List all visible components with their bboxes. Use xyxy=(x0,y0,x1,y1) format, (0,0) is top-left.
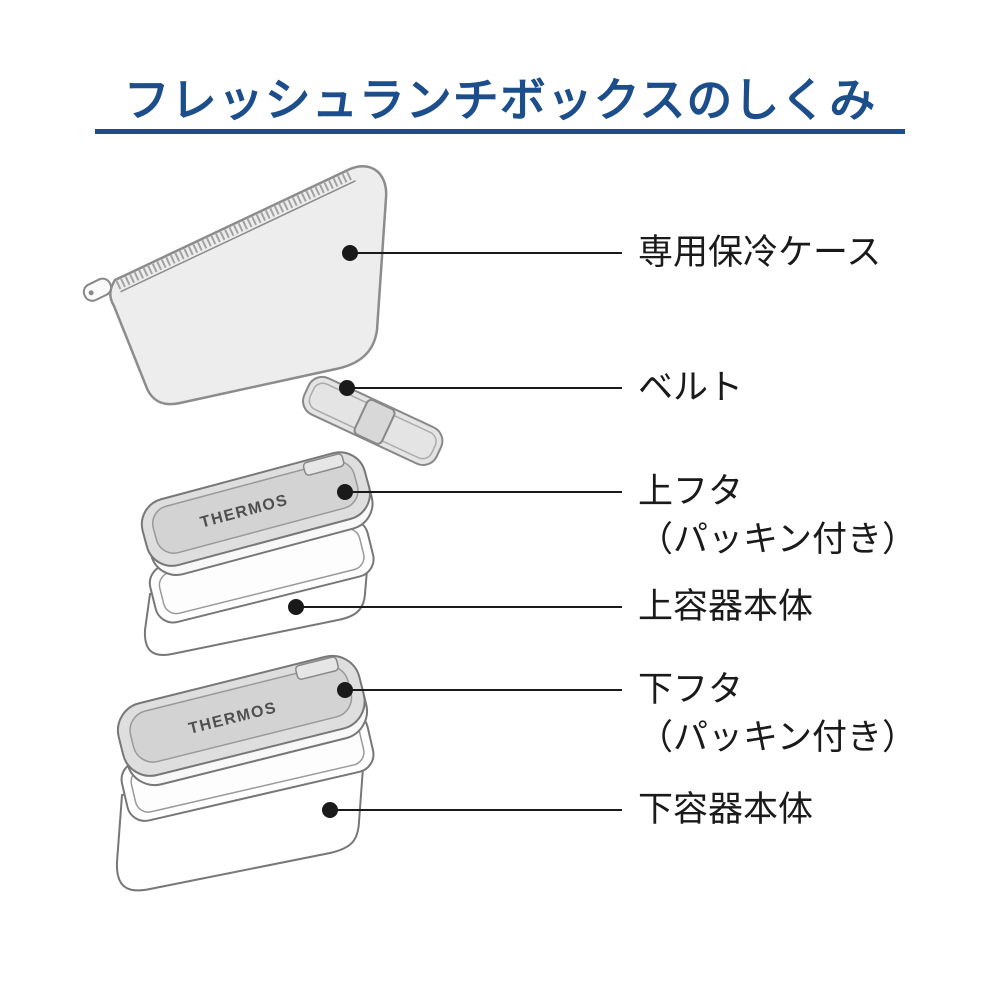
callout-label-upper-lid: 上フタ （パッキン付き） xyxy=(638,468,917,564)
cooler-case-body xyxy=(109,165,388,406)
callout-text: 上容器本体 xyxy=(638,587,814,626)
callout-label-upper-container: 上容器本体 xyxy=(638,583,813,631)
zipper-pull-icon xyxy=(82,277,113,302)
callout-dot-lower-container xyxy=(322,802,338,818)
belt-illustration xyxy=(302,375,444,467)
callout-text: ベルト xyxy=(638,368,744,407)
callout-label-lower-lid: 下フタ （パッキン付き） xyxy=(638,666,917,762)
callout-text: 下容器本体 xyxy=(638,790,814,829)
callout-dot-upper-lid xyxy=(337,484,353,500)
lower-lid-latch-tab xyxy=(294,656,339,680)
title-underline xyxy=(95,129,905,134)
callout-leaders xyxy=(288,245,622,818)
callout-text: 下フタ xyxy=(638,670,744,709)
cooler-case-illustration xyxy=(82,165,388,406)
callout-text: 専用保冷ケース xyxy=(638,233,882,272)
upper-lid-latch-tab xyxy=(302,453,345,476)
callout-dot-belt xyxy=(339,380,355,396)
zipper-teeth-icon xyxy=(115,170,355,290)
callout-dot-upper-container xyxy=(288,599,304,615)
callout-text: 上フタ xyxy=(638,472,744,511)
page-title: フレッシュランチボックスのしくみ xyxy=(123,74,877,126)
callout-text-sub: （パッキン付き） xyxy=(638,520,917,559)
upper-lid-illustration: THERMOS xyxy=(140,451,374,576)
callout-text-sub: （パッキン付き） xyxy=(638,718,917,757)
callout-label-cooler-case: 専用保冷ケース xyxy=(638,229,881,277)
callout-dot-cooler-case xyxy=(342,245,358,261)
callout-label-belt: ベルト xyxy=(638,364,743,412)
callout-label-lower-container: 下容器本体 xyxy=(638,786,813,834)
upper-lid-inner-panel xyxy=(151,460,359,554)
belt-loop xyxy=(353,398,396,445)
callout-dot-lower-lid xyxy=(337,682,353,698)
zipper-tape-line xyxy=(120,180,356,293)
